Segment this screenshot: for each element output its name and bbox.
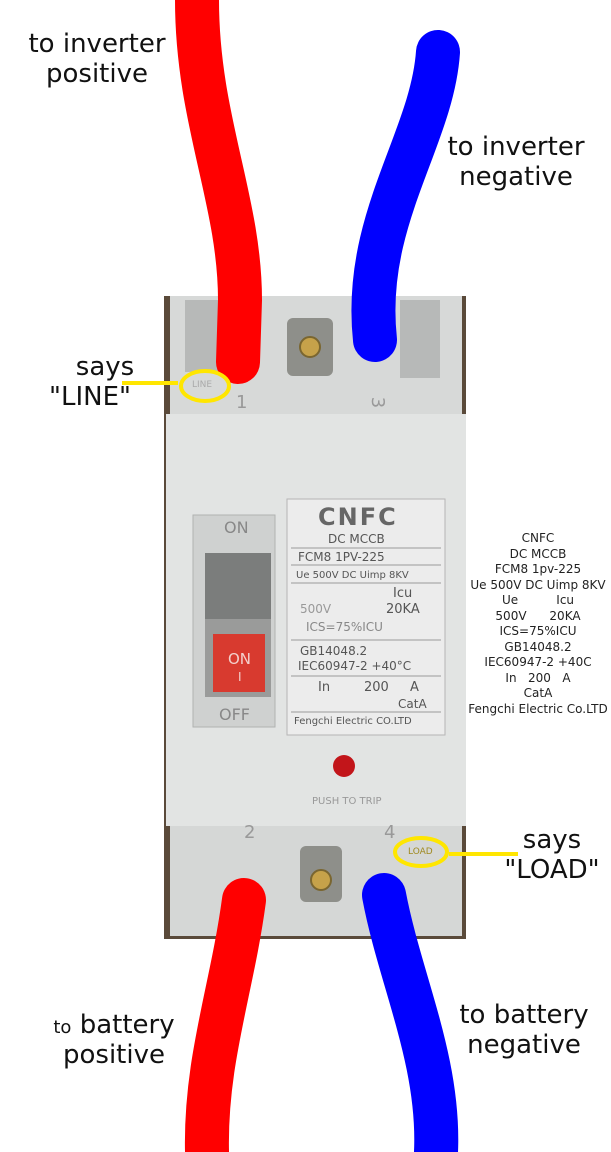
terminal-3: 3 xyxy=(367,396,389,409)
handle-i-text: I xyxy=(238,670,242,684)
battery-negative-wire xyxy=(362,873,459,1152)
plate-std1: GB14048.2 xyxy=(300,644,368,658)
top-screw xyxy=(299,336,321,358)
spec-line: 500V 20KA xyxy=(495,608,581,623)
spec-line: IEC60947-2 +40C xyxy=(484,655,592,669)
spec-line: DC MCCB xyxy=(509,546,567,561)
handle-on-text: ON xyxy=(228,650,252,668)
terminal-1: 1 xyxy=(236,392,248,413)
plate-current-value: 200 xyxy=(364,680,389,695)
label-line-callout-line1: says xyxy=(75,352,135,382)
plate-type: DC MCCB xyxy=(328,532,385,546)
label-load-callout-line1: says xyxy=(522,825,582,855)
label-inverter-positive-line1: to inverter xyxy=(28,29,166,59)
handle-on-indicator xyxy=(213,634,265,692)
label-plate xyxy=(286,498,446,736)
label-load-callout-line2: "LOAD" xyxy=(504,854,600,885)
label-inverter-positive-line2: positive xyxy=(46,58,148,89)
label-battery-negative-line2: negative xyxy=(467,1029,581,1060)
spec-line: FCM8 1pv-225 xyxy=(494,562,582,576)
label-inverter-negative: to inverter negative xyxy=(430,132,602,193)
handle-off-label: OFF xyxy=(219,705,250,724)
battery-positive-wire xyxy=(184,878,266,1152)
label-battery-negative: to battery negative xyxy=(450,1000,598,1061)
plate-maker: Fengchi Electric CO.LTD xyxy=(294,716,412,727)
label-battery-negative-line1: to battery xyxy=(459,1000,589,1030)
label-load-callout: says "LOAD" xyxy=(494,825,610,886)
terminal-2: 2 xyxy=(244,822,256,843)
trip-button xyxy=(333,755,355,777)
label-inverter-positive: to inverter positive xyxy=(14,29,180,90)
spec-line: Fengchi Electric Co.LTD xyxy=(468,701,608,716)
label-battery-positive: to battery positive xyxy=(44,1010,184,1071)
handle-lever xyxy=(205,553,271,619)
label-battery-positive-line1: to battery xyxy=(44,1010,184,1041)
label-line-callout: says "LINE" xyxy=(30,352,150,413)
inverter-positive-wire xyxy=(175,0,263,384)
plate-std2: IEC60947-2 +40°C xyxy=(298,659,412,673)
plate-cat: CatA xyxy=(398,697,427,711)
spec-line: CatA xyxy=(523,686,553,700)
plate-model: FCM8 1PV-225 xyxy=(298,550,385,564)
handle-on-label: ON xyxy=(224,518,249,537)
plate-brand: CNFC xyxy=(318,503,398,531)
spec-line: Ue 500V DC Uimp 8KV xyxy=(470,577,606,592)
spec-line: Ue Icu xyxy=(501,593,575,607)
spec-transcription: CNFC DC MCCB FCM8 1pv-225 Ue 500V DC Uim… xyxy=(466,531,610,717)
plate-current-label: In xyxy=(318,680,331,695)
label-battery-positive-line2: positive xyxy=(63,1039,165,1070)
plate-ics: ICS=75%ICU xyxy=(306,620,383,634)
push-to-trip-label: PUSH TO TRIP xyxy=(312,796,382,807)
plate-icu-value: 20KA xyxy=(386,602,420,617)
label-battery-positive-word: battery xyxy=(79,1010,175,1040)
inverter-negative-wire xyxy=(351,30,460,362)
terminal-4: 4 xyxy=(384,822,396,843)
label-inverter-negative-line1: to inverter xyxy=(447,132,585,162)
label-battery-positive-prefix: to xyxy=(53,1017,72,1038)
load-callout-ellipse xyxy=(393,836,449,868)
spec-line: CNFC xyxy=(521,531,555,545)
bottom-screw xyxy=(310,869,332,891)
spec-line: GB14048.2 xyxy=(504,639,572,654)
plate-current-unit: A xyxy=(410,680,419,695)
plate-ratings: Ue 500V DC Uimp 8KV xyxy=(296,570,409,581)
load-mark: LOAD xyxy=(408,847,433,857)
line-callout-ellipse xyxy=(179,369,231,403)
spec-line: ICS=75%ICU xyxy=(499,624,577,638)
spec-line: In 200 A xyxy=(505,670,571,685)
line-mark: LINE xyxy=(192,380,213,390)
label-inverter-negative-line2: negative xyxy=(459,161,573,192)
plate-icu-label: Icu xyxy=(393,586,413,601)
label-line-callout-line2: "LINE" xyxy=(49,381,131,412)
plate-ue-value: 500V xyxy=(300,602,332,616)
